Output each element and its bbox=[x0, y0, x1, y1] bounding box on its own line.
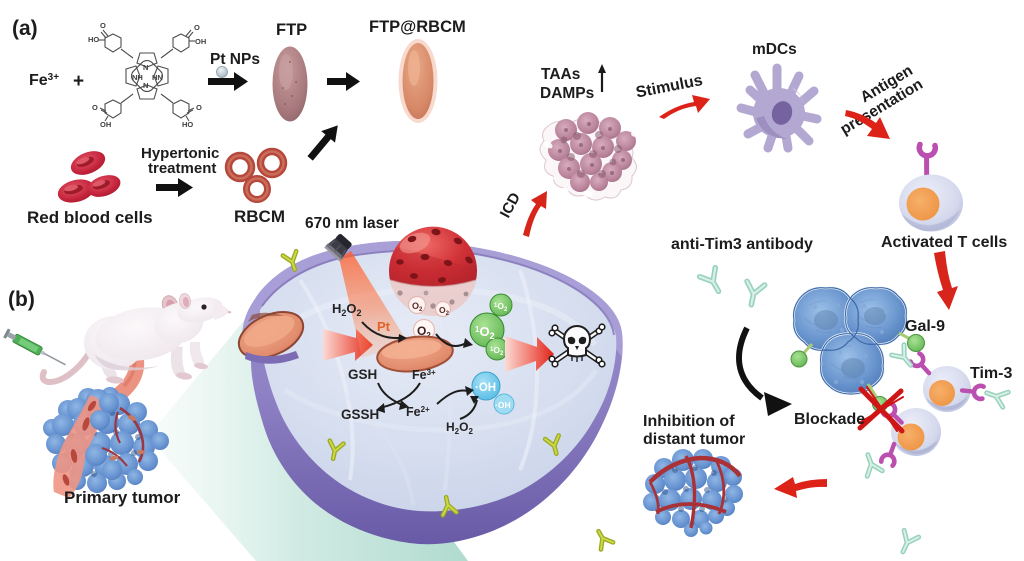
svg-text:DAMPs: DAMPs bbox=[540, 85, 594, 102]
svg-text:O: O bbox=[92, 103, 98, 112]
svg-text:HN: HN bbox=[152, 73, 163, 82]
svg-text:Pt NPs: Pt NPs bbox=[210, 51, 260, 68]
svg-text:NH: NH bbox=[132, 73, 143, 82]
svg-text:Gal-9: Gal-9 bbox=[905, 318, 945, 335]
svg-text:1O2: 1O2 bbox=[494, 301, 508, 313]
svg-text:·OH: ·OH bbox=[495, 400, 511, 410]
svg-text:Red blood cells: Red blood cells bbox=[27, 208, 153, 227]
svg-text:FTP: FTP bbox=[276, 21, 307, 39]
svg-text:670 nm laser: 670 nm laser bbox=[305, 215, 399, 232]
svg-text:Hypertonic: Hypertonic bbox=[141, 145, 219, 162]
svg-text:(a): (a) bbox=[12, 17, 38, 40]
svg-text:N: N bbox=[143, 63, 148, 72]
svg-text:O: O bbox=[194, 23, 200, 32]
svg-text:O: O bbox=[196, 103, 202, 112]
svg-text:(b): (b) bbox=[8, 288, 35, 311]
svg-text:O: O bbox=[100, 21, 106, 30]
svg-text:1O2: 1O2 bbox=[490, 345, 504, 357]
svg-text:N: N bbox=[143, 81, 148, 90]
svg-text:H2O2: H2O2 bbox=[446, 420, 473, 436]
svg-text:H2O2: H2O2 bbox=[332, 301, 362, 318]
svg-text:Blockade: Blockade bbox=[794, 411, 865, 428]
svg-text:Pt: Pt bbox=[377, 319, 391, 334]
svg-text:HO: HO bbox=[182, 120, 193, 129]
svg-text:Primary tumor: Primary tumor bbox=[64, 488, 181, 507]
svg-text:treatment: treatment bbox=[148, 160, 216, 177]
svg-text:OH: OH bbox=[100, 120, 111, 129]
svg-text:GSH: GSH bbox=[348, 367, 377, 382]
svg-text:1O2: 1O2 bbox=[475, 324, 495, 341]
svg-text:mDCs: mDCs bbox=[752, 41, 797, 58]
svg-text:OH: OH bbox=[195, 37, 206, 46]
svg-text:RBCM: RBCM bbox=[234, 207, 285, 226]
svg-text:O2: O2 bbox=[439, 305, 450, 317]
svg-text:O2: O2 bbox=[412, 301, 423, 313]
svg-text:TAAs: TAAs bbox=[541, 66, 580, 83]
svg-text:GSSH: GSSH bbox=[341, 407, 379, 422]
svg-text:Inhibition of: Inhibition of bbox=[643, 413, 735, 430]
svg-text:Activated T cells: Activated T cells bbox=[881, 234, 1007, 251]
svg-text:distant tumor: distant tumor bbox=[643, 431, 745, 448]
svg-text:FTP@RBCM: FTP@RBCM bbox=[369, 18, 466, 36]
svg-text:Tim-3: Tim-3 bbox=[970, 365, 1012, 382]
svg-text:+: + bbox=[73, 71, 84, 92]
svg-text:HO: HO bbox=[88, 35, 99, 44]
svg-text:anti-Tim3 antibody: anti-Tim3 antibody bbox=[671, 236, 813, 253]
svg-text:·OH: ·OH bbox=[475, 382, 496, 394]
